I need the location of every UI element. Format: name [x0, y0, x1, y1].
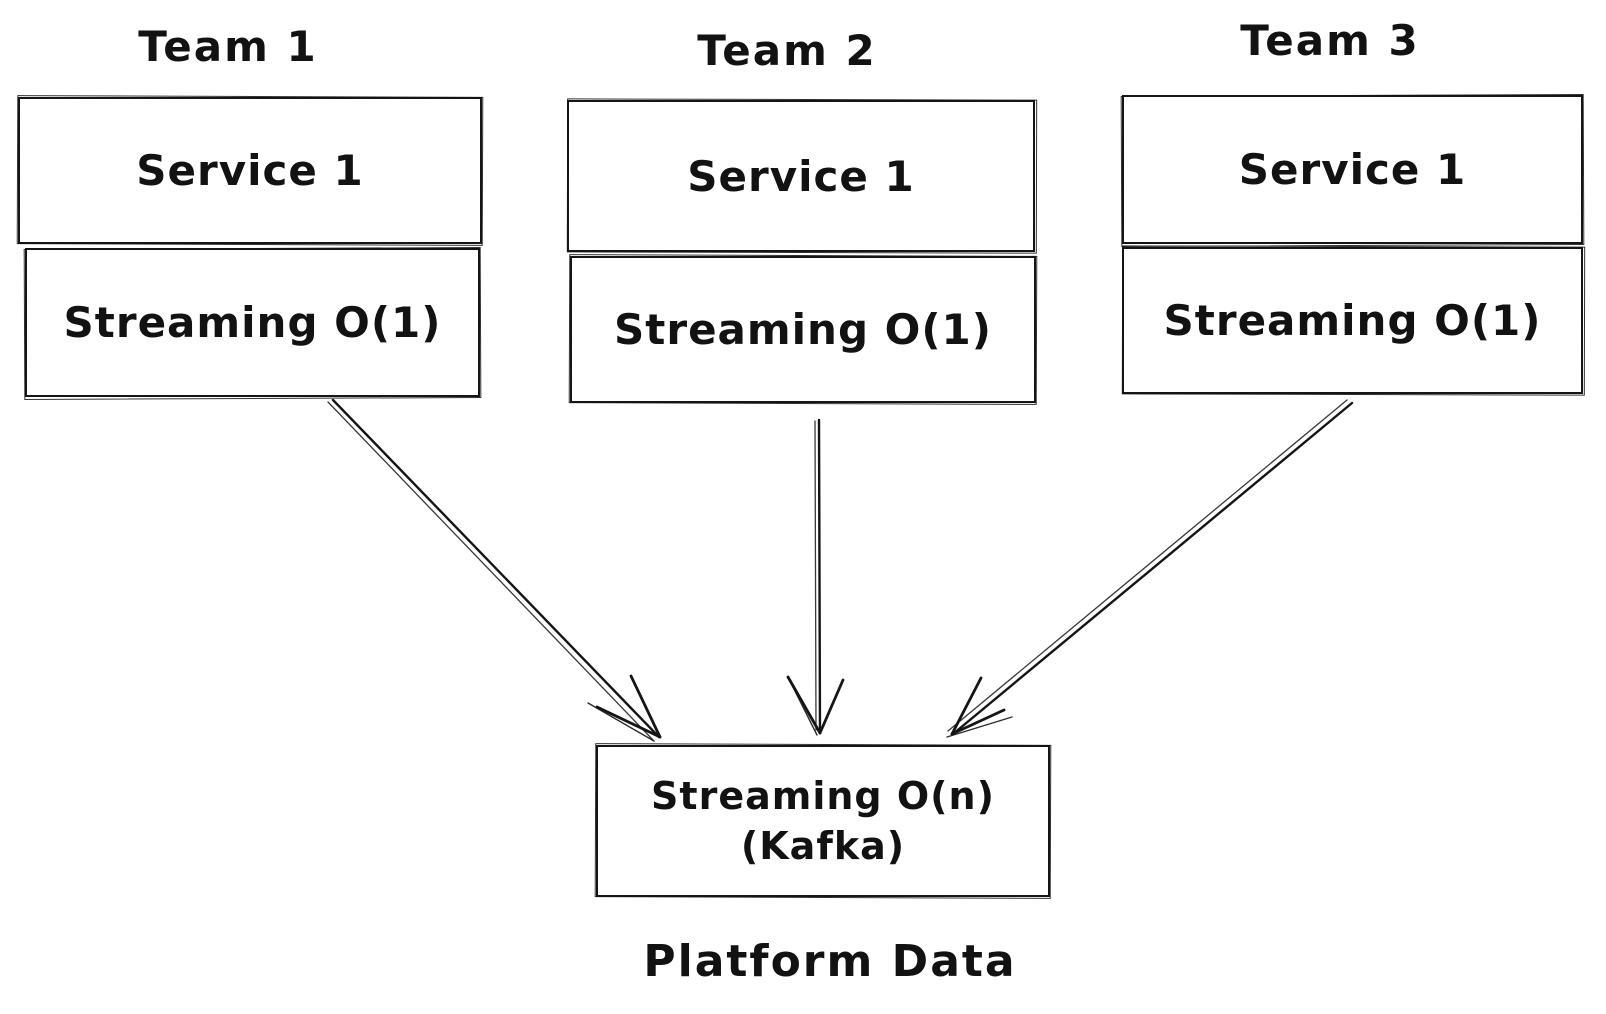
platform-box-line2: (Kafka): [740, 824, 906, 868]
team1-service-box: Service 1: [18, 97, 482, 244]
team1-service-label: Service 1: [136, 146, 364, 195]
team2-streaming-box: Streaming O(1): [570, 256, 1036, 403]
team1-streaming-label: Streaming O(1): [63, 298, 442, 347]
platform-streaming-box: Streaming O(n) (Kafka): [596, 745, 1050, 897]
platform-box-line1: Streaming O(n): [651, 773, 995, 818]
arrow-team1-to-platform: [327, 398, 662, 742]
team3-service-box: Service 1: [1122, 95, 1583, 244]
arrow-team2-to-platform: [786, 418, 845, 736]
team2-service-box: Service 1: [567, 100, 1035, 252]
platform-caption: Platform Data: [643, 936, 1017, 987]
team2-title: Team 2: [697, 26, 877, 75]
team3-streaming-label: Streaming O(1): [1163, 296, 1542, 345]
team1-streaming-box: Streaming O(1): [25, 248, 480, 397]
arrow-team3-to-platform: [946, 399, 1354, 738]
team1-title: Team 1: [138, 22, 318, 71]
team3-service-label: Service 1: [1238, 145, 1467, 194]
team2-service-label: Service 1: [687, 151, 915, 201]
team2-streaming-label: Streaming O(1): [614, 305, 992, 354]
team3-title: Team 3: [1240, 16, 1420, 65]
team3-streaming-box: Streaming O(1): [1122, 247, 1583, 394]
